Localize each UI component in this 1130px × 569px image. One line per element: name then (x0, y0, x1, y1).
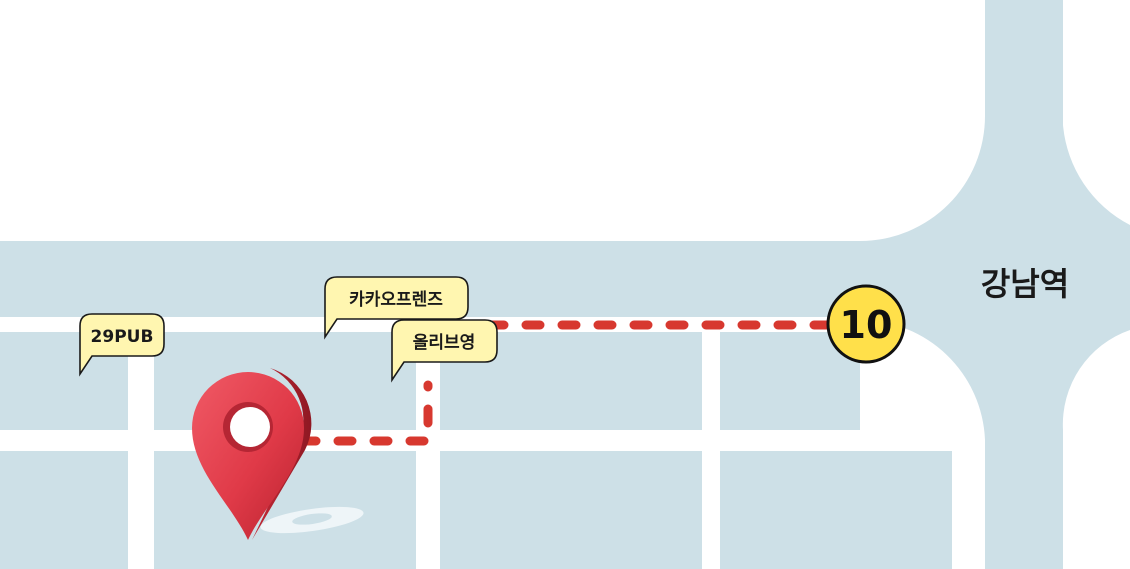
exit-number: 10 (840, 303, 893, 347)
pin-shadow-core (292, 513, 332, 525)
block-top-strip (0, 241, 990, 317)
landmark-label-pub[interactable]: 29PUB (79, 313, 165, 377)
label-kakao: 카카오프렌즈 (349, 290, 443, 310)
station-name: 강남역 (981, 265, 1069, 303)
block-r2-d (720, 451, 952, 569)
label-bubble (79, 313, 165, 377)
pin-side (252, 368, 312, 540)
block-r2-c (440, 451, 702, 569)
destination-pin[interactable] (192, 368, 365, 540)
exit-badge[interactable]: 10 (826, 284, 906, 364)
station-intersection-block (860, 0, 1130, 569)
landmark-label-kakao[interactable]: 카카오프렌즈 (324, 276, 469, 340)
block-r2-a (0, 451, 128, 569)
exit-badge-circle (826, 284, 906, 364)
label-olive: 올리브영 (413, 333, 476, 353)
map-pin-icon (192, 372, 304, 540)
walking-route (261, 320, 835, 446)
label-pub: 29PUB (91, 327, 154, 347)
landmark-label-olive[interactable]: 올리브영 (391, 319, 498, 383)
label-bubble (324, 276, 469, 340)
pin-hole (230, 407, 270, 447)
route-line (261, 380, 433, 446)
label-bubble (391, 319, 498, 383)
